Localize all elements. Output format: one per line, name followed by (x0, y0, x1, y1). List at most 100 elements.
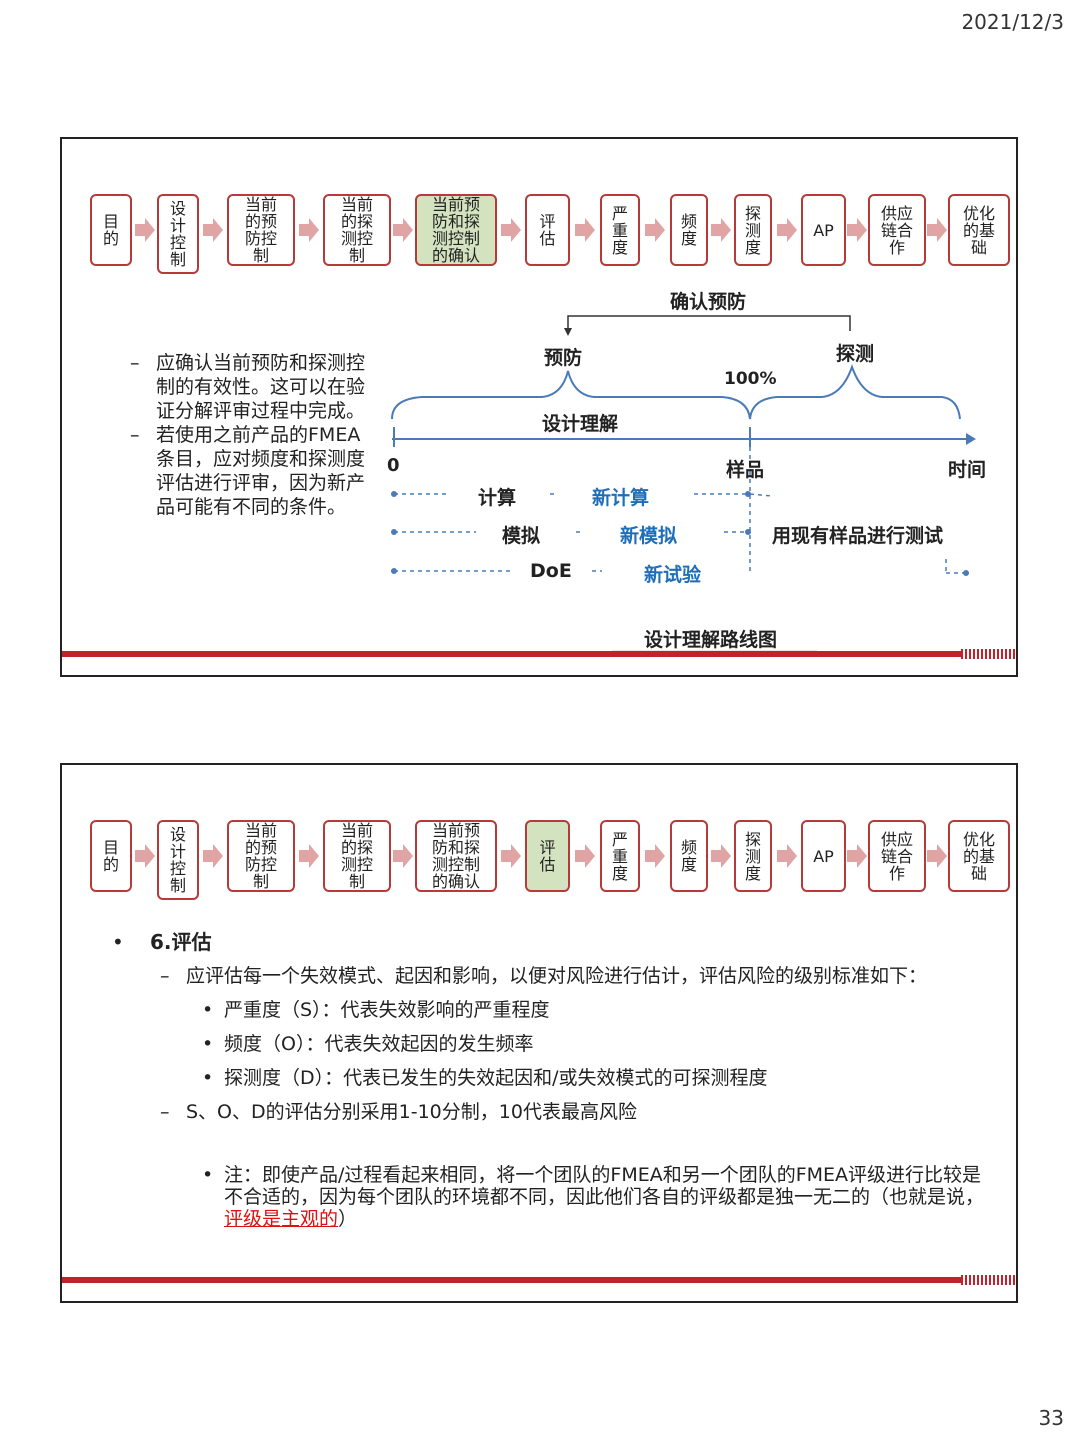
slide-evaluation: 目的设计控制当前的预防控制当前的探测控制当前预防和探测控制的确认评估严重度频度探… (60, 763, 1018, 1303)
slide-bottom-bar (62, 649, 1016, 659)
step-label-line: 测控制 (431, 855, 480, 874)
step-label-line: 严 (611, 829, 628, 849)
step-occurrence: 频度 (670, 820, 708, 892)
step-label-line: 的探 (340, 838, 373, 857)
step-label: 当前的预防控制 (245, 822, 277, 890)
flow-arrow-icon (501, 844, 521, 868)
calc-label: 计算 (478, 487, 517, 509)
sub-bullet: S、O、D的评估分别采用1-10分制，10代表最高风险 (112, 1100, 992, 1124)
flow-arrow-icon (927, 844, 947, 868)
new-test-label: 新试验 (644, 564, 702, 586)
step-label-line: 度 (680, 229, 697, 248)
flow-arrow-icon (776, 218, 797, 242)
step-label-line: 测 (744, 220, 761, 240)
step-label-line: 测控 (340, 855, 373, 874)
step-confirm: 当前预防和探测控制的确认 (415, 820, 497, 892)
step-label-line: 度 (744, 863, 761, 883)
test-with-samples-label: 用现有样品进行测试 (772, 525, 944, 547)
flow-arrow-icon (134, 844, 155, 868)
prevention-label: 预防 (544, 347, 583, 369)
step-supply-chain: 供应链合作 (868, 820, 926, 892)
step-label-line: 的基 (962, 846, 995, 866)
criteria-item: 频度（O）：代表失效起因的发生频率 (112, 1032, 992, 1056)
step-label: 严重度 (612, 205, 628, 256)
sim-label: 模拟 (502, 525, 541, 547)
step-label-line: 作 (888, 237, 905, 257)
flow-arrow-icon (501, 218, 521, 242)
step-label-line: 探 (744, 203, 761, 223)
step-label: 当前预防和探测控制的确认 (432, 196, 480, 264)
step-label-line: 目 (102, 838, 119, 857)
sub-bullet: 应评估每一个失效模式、起因和影响，以便对风险进行估计，评估风险的级别标准如下： (112, 964, 992, 988)
design-understanding-label: 设计理解 (542, 413, 619, 435)
step-label: AP (813, 848, 834, 865)
step-label-line: 重 (611, 846, 628, 866)
step-label-line: 础 (970, 237, 987, 257)
step-label-line: 优化 (962, 203, 995, 223)
step-label-line: 重 (611, 220, 628, 240)
step-label: 目的 (103, 839, 119, 873)
step-evaluate: 评估 (525, 194, 570, 266)
step-label-line: 的确认 (431, 872, 480, 891)
step-label-line: 设 (169, 825, 186, 844)
step-label-line: 防和探 (431, 838, 480, 857)
step-label: 频度 (681, 839, 697, 873)
step-detection: 探测度 (734, 194, 772, 266)
note-suffix: ） (338, 1208, 358, 1230)
step-label-line: 制 (252, 872, 269, 891)
step-label-line: 防控 (244, 855, 277, 874)
step-label-line: 的探 (340, 212, 373, 231)
time-label: 时间 (948, 459, 987, 481)
step-label-line: 计 (169, 842, 186, 861)
step-label: 探测度 (745, 831, 761, 882)
flow-arrow-icon (711, 844, 731, 868)
step-optimization: 优化的基础 (948, 820, 1010, 892)
note-item: 注：即使产品/过程看起来相同，将一个团队的FMEA和另一个团队的FMEA评级进行… (112, 1164, 992, 1230)
step-label-line: 当前 (244, 821, 277, 840)
step-label-line: 估 (539, 855, 556, 874)
page-date: 2021/12/3 (961, 10, 1064, 34)
step-label-line: 制 (348, 872, 365, 891)
step-label: 设计控制 (170, 826, 186, 894)
flow-arrow-icon (393, 844, 413, 868)
step-optimization: 优化的基础 (948, 194, 1010, 266)
slide-confirm-controls: 目的设计控制当前的预防控制当前的探测控制当前预防和探测控制的确认评估严重度频度探… (60, 137, 1018, 677)
sample-label: 样品 (726, 459, 765, 481)
bullet-item: 应确认当前预防和探测控制的有效性。这可以在验证分解评审过程中完成。 (130, 351, 370, 423)
step-occurrence: 频度 (670, 194, 708, 266)
flow-arrow-icon (645, 218, 665, 242)
flow-arrow-icon (393, 218, 413, 242)
step-label-line: 当前预 (431, 195, 480, 214)
step-ap: AP (801, 820, 846, 892)
step-severity: 严重度 (600, 820, 640, 892)
step-design-control: 设计控制 (157, 194, 199, 274)
step-label-line: 测控制 (431, 229, 480, 248)
step-label-line: 制 (169, 250, 186, 269)
criteria-item: 探测度（D）：代表已发生的失效起因和/或失效模式的可探测程度 (112, 1066, 992, 1090)
step-label: 当前的探测控制 (341, 822, 373, 890)
flow-arrow-icon (847, 218, 867, 242)
step-supply-chain: 供应链合作 (868, 194, 926, 266)
step-label: 严重度 (612, 831, 628, 882)
step-label-line: 频 (680, 838, 697, 857)
step-label: 评估 (539, 839, 555, 873)
roadmap-title: 设计理解路线图 (644, 629, 778, 651)
step-label-line: 当前 (244, 195, 277, 214)
step-label: 目的 (103, 213, 119, 247)
step-label: 优化的基础 (963, 831, 995, 882)
step-design-control: 设计控制 (157, 820, 199, 900)
step-label-line: 测控 (340, 229, 373, 248)
step-label-line: 制 (169, 876, 186, 895)
step-label-line: 评 (539, 212, 556, 231)
flow-arrow-icon (776, 844, 797, 868)
step-label-line: 的 (102, 855, 119, 874)
step-label-line: 防和探 (431, 212, 480, 231)
step-label-line: AP (813, 220, 834, 240)
step-label: 频度 (681, 213, 697, 247)
step-label-line: 目 (102, 212, 119, 231)
slide-bottom-bar (62, 1275, 1016, 1285)
flow-arrow-icon (927, 218, 947, 242)
step-label-line: 的预 (244, 212, 277, 231)
step-label-line: 的预 (244, 838, 277, 857)
flow-arrow-icon (575, 218, 595, 242)
